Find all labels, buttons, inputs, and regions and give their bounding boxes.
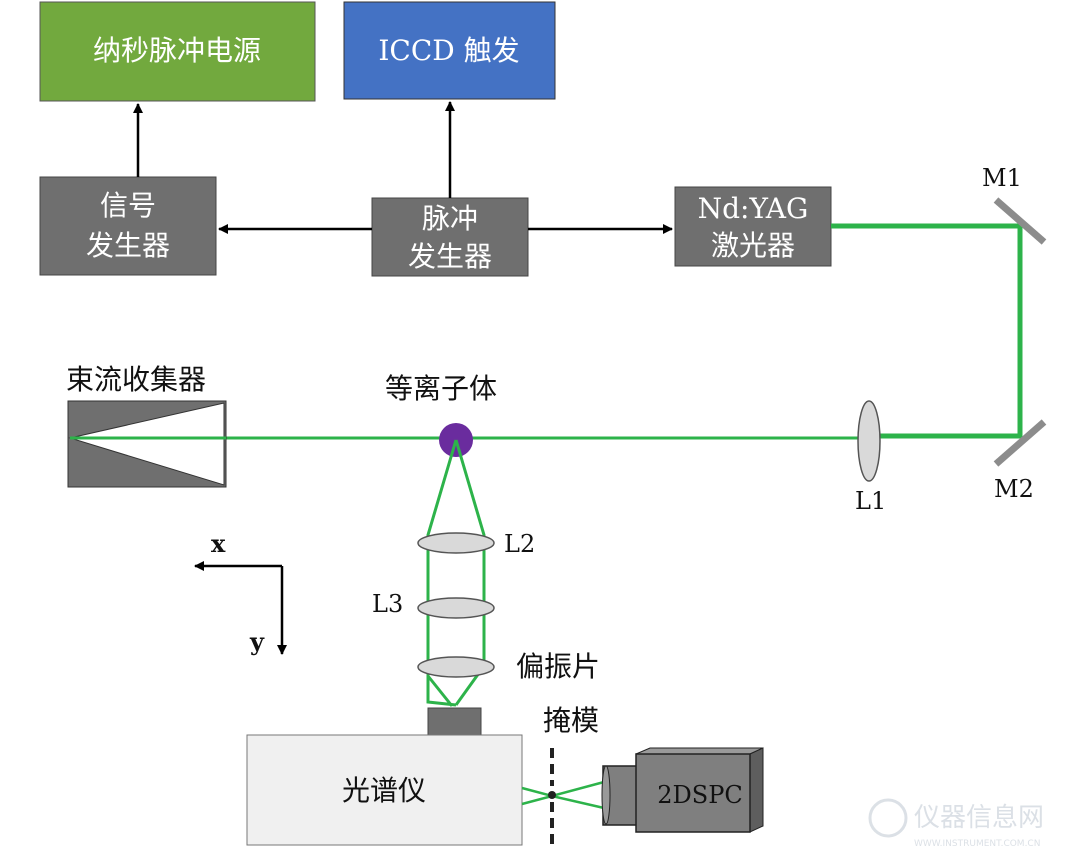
- power-supply-label: 纳秒脉冲电源: [93, 34, 261, 67]
- pulse-generator-label-1: 脉冲: [422, 202, 478, 235]
- iccd-trigger-box: [343, 1, 556, 100]
- lens-l2-label: L2: [504, 530, 535, 558]
- lens-l1-label: L1: [855, 487, 886, 515]
- axis-y-label: y: [249, 627, 265, 656]
- plasma-label: 等离子体: [385, 372, 497, 405]
- camera-lens-front: [601, 765, 611, 825]
- laser-box: [674, 186, 832, 267]
- spectrometer-label: 光谱仪: [342, 774, 426, 807]
- laser-label-2: 激光器: [711, 229, 795, 262]
- power-supply-box: [39, 1, 316, 102]
- signal-generator-box: [39, 176, 217, 276]
- laser-beam-upper: [831, 223, 1023, 439]
- spectrometer-box: [246, 734, 523, 846]
- mirror-m2-label: M2: [994, 475, 1034, 503]
- beam-dump-label: 束流收集器: [66, 363, 206, 396]
- mask-label: 掩模: [543, 704, 599, 737]
- camera-body: [635, 753, 751, 833]
- camera-body-top: [635, 747, 764, 755]
- lens-l3: [417, 597, 495, 619]
- watermark-logo-icon: [868, 798, 908, 838]
- polarizer-label: 偏振片: [516, 650, 600, 683]
- mirror-m1: [993, 197, 1047, 245]
- signal-generator-label-1: 信号: [100, 189, 156, 222]
- mirror-m2: [993, 419, 1047, 467]
- collection-beam-left: [426, 439, 458, 707]
- beam-dump-cone: [68, 402, 225, 486]
- pulse-generator-box: [371, 197, 529, 277]
- lens-l2: [417, 532, 495, 554]
- mask-pinhole: [548, 791, 556, 799]
- lens-l1: [857, 400, 881, 482]
- watermark-subtext: WWW.INSTRUMENT.COM.CN: [914, 839, 1040, 849]
- camera-body-side: [749, 747, 764, 833]
- relay-beam-lower: [521, 794, 605, 810]
- axis-x-label: x: [211, 529, 226, 558]
- iccd-trigger-label: ICCD 触发: [378, 34, 519, 67]
- camera-label: 2DSPC: [657, 781, 742, 809]
- laser-label-1: Nd:YAG: [698, 192, 809, 225]
- spectrometer-slit-housing: [427, 707, 482, 736]
- signal-generator-label-2: 发生器: [86, 229, 170, 262]
- relay-beam-upper: [521, 780, 605, 798]
- pulse-generator-label-2: 发生器: [408, 240, 492, 273]
- mirror-m1-label: M1: [982, 164, 1022, 192]
- polarizer: [417, 656, 495, 678]
- lens-l3-label: L3: [372, 590, 403, 618]
- collection-beam-left-lower: [426, 675, 454, 707]
- watermark: 仪器信息网 WWW.INSTRUMENT.COM.CN: [868, 798, 1044, 849]
- watermark-text: 仪器信息网: [914, 803, 1044, 833]
